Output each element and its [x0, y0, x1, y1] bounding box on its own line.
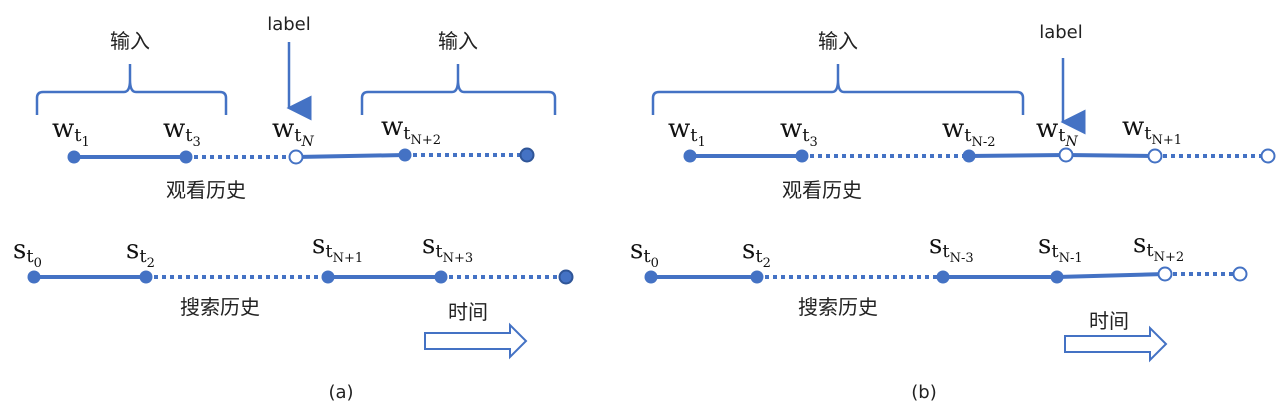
w-label-t3-a: wt3: [163, 114, 201, 150]
node-w-tN1-b: [1147, 148, 1163, 164]
time-label-b: 时间: [1089, 309, 1129, 333]
node-w-tN-a: [288, 149, 304, 165]
input-label-b: 输入: [818, 29, 858, 53]
node-w-t3-a: [179, 150, 193, 164]
node-w-tN-b: [1058, 147, 1074, 163]
s-label-t0-a: st0: [13, 235, 42, 271]
node-s-t2-b: [750, 270, 764, 284]
label-word-a: label: [267, 14, 311, 35]
w-label-t1-b: wt1: [668, 114, 706, 150]
node-s-t2-a: [139, 270, 153, 284]
node-w-t3-b: [795, 149, 809, 163]
w-label-tN-2-b: wtN-2: [942, 114, 996, 150]
brace-input-b: [651, 64, 1025, 115]
s-label-tN-1-b: stN-1: [1038, 230, 1083, 266]
watch-history-a: 观看历史: [166, 178, 246, 202]
time-arrow-a: [424, 322, 528, 360]
w-label-t3-b: wt3: [780, 114, 818, 150]
s-label-tN3-a: stN+3: [422, 230, 473, 266]
node-s-tN3-a: [434, 270, 448, 284]
node-s-tN-3-b: [936, 270, 950, 284]
search-history-a: 搜索历史: [180, 295, 260, 319]
node-w-end-a: [519, 147, 535, 163]
node-s-end-a: [558, 269, 574, 285]
s-label-t2-b: st2: [742, 235, 771, 271]
input-label-right: 输入: [438, 29, 478, 53]
panel-b: 输入 label wt1 wt3 wtN-2 wtN wtN+1 观看历史: [630, 22, 1276, 403]
input-label-left: 输入: [110, 29, 150, 53]
node-w-end-b: [1260, 148, 1276, 164]
w-label-tN-a: wtN: [272, 114, 315, 150]
node-s-t0-a: [27, 270, 41, 284]
node-s-t0-b: [644, 270, 658, 284]
s-label-t2-a: st2: [126, 235, 155, 271]
brace-input-right: [360, 64, 557, 115]
brace-input-left: [35, 64, 228, 115]
w-label-tN1-b: wtN+1: [1122, 112, 1182, 148]
w-label-t1-a: wt1: [52, 114, 90, 150]
node-s-tN-1-b: [1050, 270, 1064, 284]
watch-history-b: 观看历史: [782, 178, 862, 202]
w-label-tN2-a: wtN+2: [381, 112, 441, 148]
w-label-tN-b: wtN: [1036, 114, 1079, 150]
caption-a: (a): [328, 382, 353, 403]
node-w-t1-b: [683, 149, 697, 163]
caption-b: (b): [911, 382, 936, 403]
label-word-b: label: [1039, 22, 1083, 43]
s-label-tN-3-b: stN-3: [929, 230, 974, 266]
s-label-tN2-b: stN+2: [1133, 229, 1184, 265]
node-w-t1-a: [67, 150, 81, 164]
node-s-tN1-a: [321, 270, 335, 284]
panel-a: 输入 输入 label wt1 wt3 wtN wtN+2 观看历史: [13, 14, 574, 403]
s-label-t0-b: st0: [630, 235, 659, 271]
node-w-tN2-a: [398, 148, 412, 162]
node-s-tN2-b: [1157, 266, 1173, 282]
search-history-b: 搜索历史: [798, 295, 878, 319]
time-arrow-b: [1064, 325, 1168, 363]
time-label-a: 时间: [448, 300, 488, 324]
node-s-end-b: [1232, 266, 1248, 282]
s-label-tN1-a: stN+1: [312, 230, 363, 266]
node-w-tN-2-b: [962, 149, 976, 163]
